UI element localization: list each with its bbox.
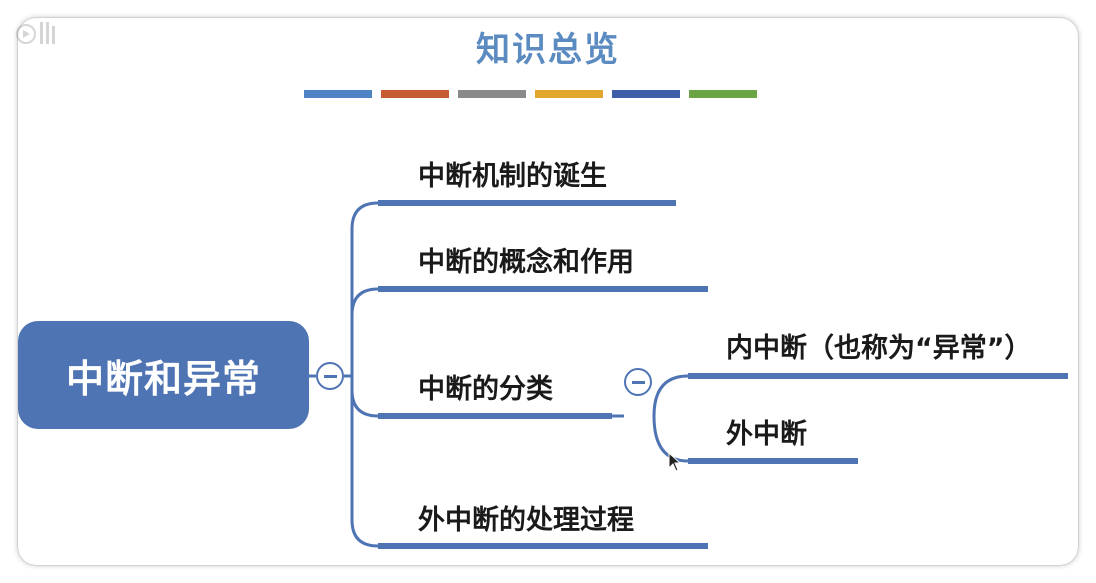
color-bar — [304, 90, 757, 98]
color-swatch — [535, 90, 603, 98]
color-swatch — [612, 90, 680, 98]
root-collapse-button[interactable] — [316, 362, 344, 390]
watermark-icon — [16, 22, 55, 44]
branch-elbow-3 — [350, 389, 379, 418]
color-swatch — [381, 90, 449, 98]
branch-label-concept[interactable]: 中断的概念和作用 — [418, 247, 634, 278]
branch-underline-1 — [378, 200, 676, 206]
classification-collapse-button[interactable] — [624, 368, 652, 396]
branch-underline-4 — [378, 543, 708, 549]
root-node[interactable]: 中断和异常 — [18, 321, 309, 429]
branch-label-classification[interactable]: 中断的分类 — [418, 374, 553, 405]
minus-icon — [323, 374, 337, 378]
color-swatch — [304, 90, 372, 98]
sub-branch-label-external[interactable]: 外中断 — [726, 419, 807, 450]
sub-branch-curve — [652, 374, 689, 463]
branch-elbow-2 — [350, 287, 379, 316]
sub-branch-label-internal[interactable]: 内中断（也称为“异常”） — [726, 333, 1032, 364]
sub-branch-underline-1 — [688, 373, 1068, 379]
color-swatch — [689, 90, 757, 98]
color-swatch — [458, 90, 526, 98]
branch-spine — [350, 201, 379, 548]
branch-underline-2 — [378, 286, 708, 292]
branch-underline-3 — [378, 413, 612, 419]
page-title: 知识总览 — [476, 30, 620, 70]
branch-label-handling[interactable]: 外中断的处理过程 — [418, 505, 634, 536]
minus-icon — [631, 380, 645, 384]
mouse-pointer-icon — [668, 452, 682, 472]
branch-label-birth[interactable]: 中断机制的诞生 — [418, 161, 607, 192]
sub-branch-underline-2 — [688, 458, 858, 464]
